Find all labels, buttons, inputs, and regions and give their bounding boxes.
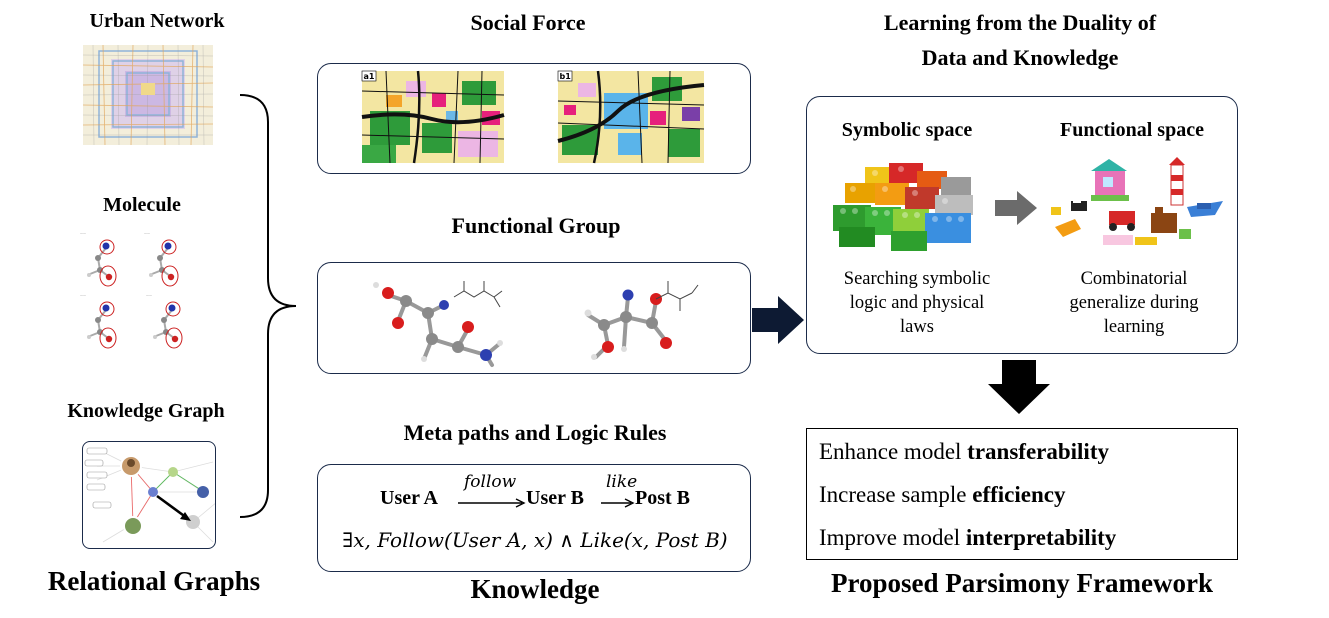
duality-title-line2: Data and Knowledge <box>921 45 1119 70</box>
down-arrow-icon <box>988 360 1050 414</box>
benefit-prefix: Improve model <box>819 525 966 550</box>
lego-bricks-image <box>833 163 973 251</box>
functional-space-title: Functional space <box>1060 119 1204 141</box>
knowledge-graph-panel <box>82 441 216 549</box>
symbolic-caption: Searching symbolic logic and physical la… <box>821 267 1013 339</box>
right-arrow-icon <box>752 296 804 344</box>
social-force-panel: a1 b1 <box>317 63 751 174</box>
urban-network-title: Urban Network <box>89 10 225 32</box>
knowledge-graph-title: Knowledge Graph <box>67 400 225 422</box>
functional-group-title: Functional Group <box>451 213 621 238</box>
benefit-transferability: Enhance model transferability <box>819 439 1109 465</box>
benefit-keyword: efficiency <box>972 482 1066 507</box>
symbolic-caption-line3: laws <box>900 317 934 337</box>
svg-text:——: —— <box>80 293 86 297</box>
functional-caption-line2: generalize during <box>1069 293 1199 313</box>
follow-arrow-icon <box>458 498 526 508</box>
meta-path-like-label: like <box>606 472 638 492</box>
meta-path-post-b: Post B <box>635 487 690 509</box>
functional-caption-line1: Combinatorial <box>1080 269 1188 289</box>
molecule-title: Molecule <box>103 194 181 216</box>
urban-network-map <box>82 44 214 146</box>
benefit-interpretability: Improve model interpretability <box>819 525 1116 551</box>
molecule-ball-stick-1 <box>373 282 503 367</box>
lego-creations-image <box>1051 157 1223 245</box>
svg-text:——: —— <box>146 293 152 297</box>
molecule-skeletal-1 <box>453 281 503 308</box>
meta-path: User A follow User B like Post B <box>380 472 700 520</box>
benefit-prefix: Increase sample <box>819 482 973 507</box>
gray-arrow-icon <box>995 191 1037 225</box>
meta-paths-title: Meta paths and Logic Rules <box>403 420 667 445</box>
meta-path-follow-label: follow <box>464 472 517 492</box>
meta-path-user-b: User B <box>526 487 584 509</box>
land-use-map-b1: b1 <box>557 70 705 164</box>
functional-caption-line3: learning <box>1103 317 1165 337</box>
svg-text:——: —— <box>80 231 86 235</box>
land-use-map-a1: a1 <box>361 70 505 164</box>
duality-title-line1: Learning from the Duality of <box>883 10 1157 35</box>
benefits-box: Enhance model transferability Increase s… <box>806 428 1238 560</box>
functional-caption: Combinatorial generalize during learning <box>1039 267 1229 339</box>
relational-graphs-label: Relational Graphs <box>47 566 261 596</box>
social-force-title: Social Force <box>470 10 586 35</box>
map-label-b1: b1 <box>560 72 572 81</box>
symbolic-space-title: Symbolic space <box>841 119 973 141</box>
benefit-keyword: transferability <box>967 439 1109 464</box>
svg-text:——: —— <box>144 231 150 235</box>
benefit-efficiency: Increase sample efficiency <box>819 482 1066 508</box>
logic-rule: ∃x, Follow(User A, x) ∧ Like(x, Post B) <box>342 528 728 552</box>
functional-group-panel <box>317 262 751 374</box>
molecule-ball-stick-2 <box>584 289 672 360</box>
benefit-prefix: Enhance model <box>819 439 968 464</box>
map-label-a1: a1 <box>364 72 375 81</box>
meta-path-user-a: User A <box>380 487 438 509</box>
benefit-keyword: interpretability <box>965 525 1117 550</box>
molecule-diagrams: —— —— —— —— <box>80 231 183 349</box>
meta-paths-panel <box>317 464 751 572</box>
molecule-skeletal-2 <box>655 281 699 311</box>
knowledge-label: Knowledge <box>470 574 600 604</box>
like-arrow-icon <box>601 498 635 508</box>
duality-panel: Symbolic space Functional space <box>806 96 1238 354</box>
proposed-framework-label: Proposed Parsimony Framework <box>831 568 1213 598</box>
symbolic-caption-line1: Searching symbolic <box>843 269 991 289</box>
knowledge-graph-drawing <box>84 447 215 543</box>
symbolic-caption-line2: logic and physical <box>849 293 985 313</box>
curly-brace <box>239 94 297 518</box>
